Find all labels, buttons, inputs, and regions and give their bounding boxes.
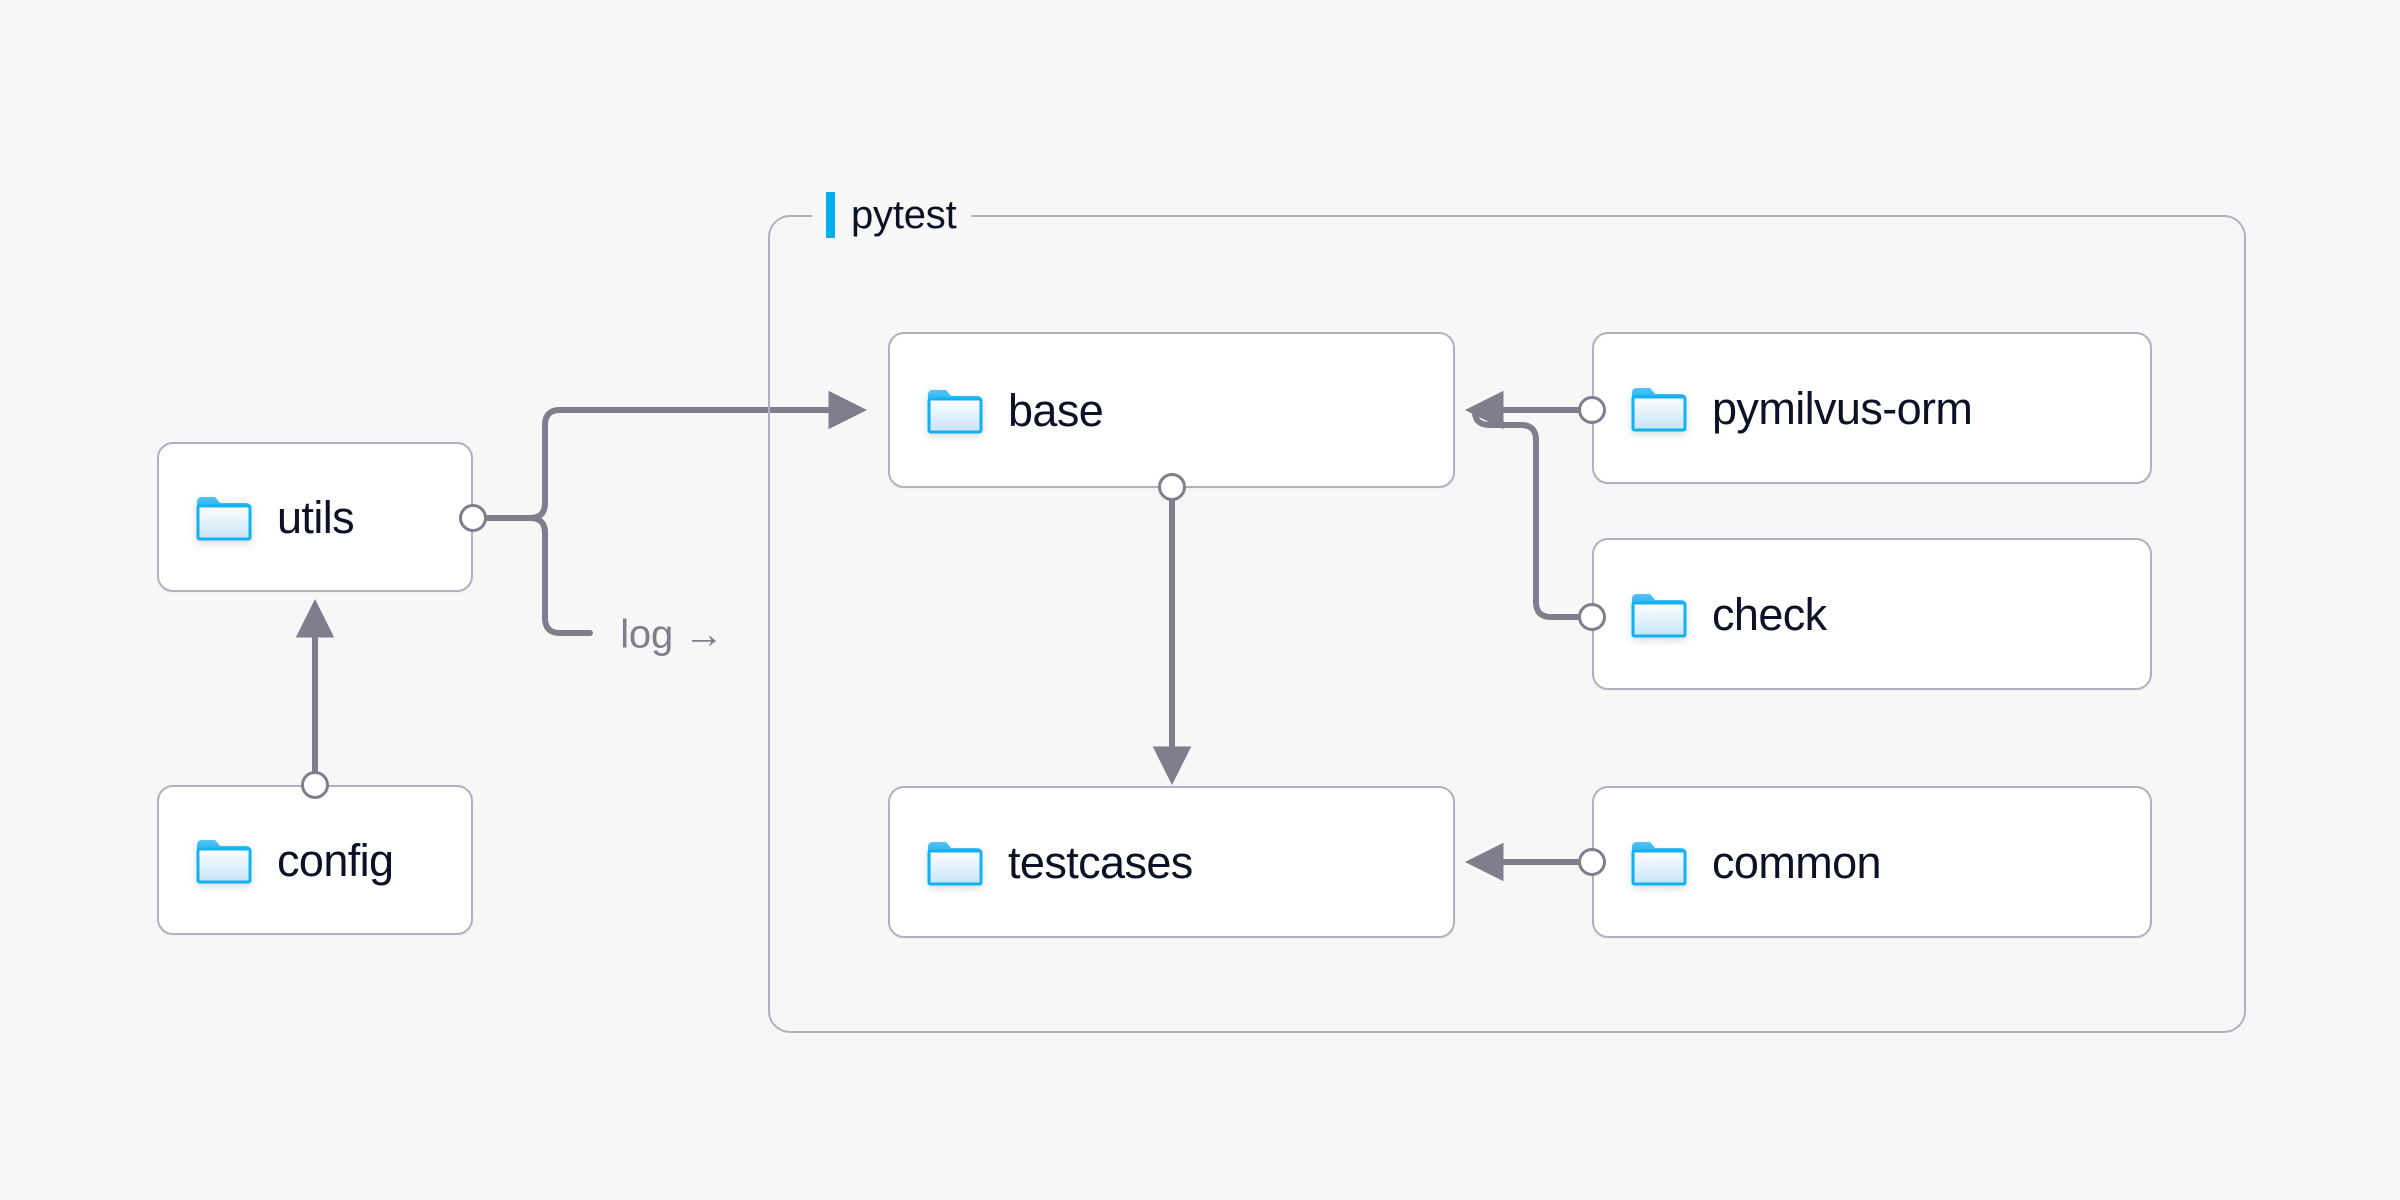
folder-icon (195, 493, 253, 541)
port-pymilvus-orm-left[interactable] (1578, 396, 1606, 424)
node-config[interactable]: config (157, 785, 473, 935)
node-testcases[interactable]: testcases (888, 786, 1455, 938)
node-label: testcases (1008, 836, 1193, 888)
node-common[interactable]: common (1592, 786, 2152, 938)
group-title-label: pytest (851, 192, 957, 237)
folder-icon (926, 386, 984, 434)
group-pytest-title: pytest (812, 187, 971, 243)
port-base-bottom[interactable] (1158, 473, 1186, 501)
port-utils-right[interactable] (459, 504, 487, 532)
folder-icon (1630, 384, 1688, 432)
node-pymilvus-orm[interactable]: pymilvus-orm (1592, 332, 2152, 484)
node-label: common (1712, 836, 1882, 888)
port-check-left[interactable] (1578, 603, 1606, 631)
edge-label-log: log → (620, 612, 724, 657)
node-base[interactable]: base (888, 332, 1455, 488)
folder-icon (926, 838, 984, 886)
port-config-top[interactable] (301, 771, 329, 799)
node-label: utils (277, 491, 355, 543)
edge-utils-to-log (484, 515, 593, 636)
port-common-left[interactable] (1578, 848, 1606, 876)
group-accent-bar (826, 192, 835, 238)
node-check[interactable]: check (1592, 538, 2152, 690)
folder-icon (1630, 590, 1688, 638)
node-label: check (1712, 588, 1827, 640)
group-pytest-container[interactable] (768, 215, 2246, 1033)
folder-icon (195, 836, 253, 884)
node-utils[interactable]: utils (157, 442, 473, 592)
node-label: config (277, 834, 394, 886)
folder-icon (1630, 838, 1688, 886)
node-label: base (1008, 384, 1104, 436)
node-label: pymilvus-orm (1712, 382, 1973, 434)
